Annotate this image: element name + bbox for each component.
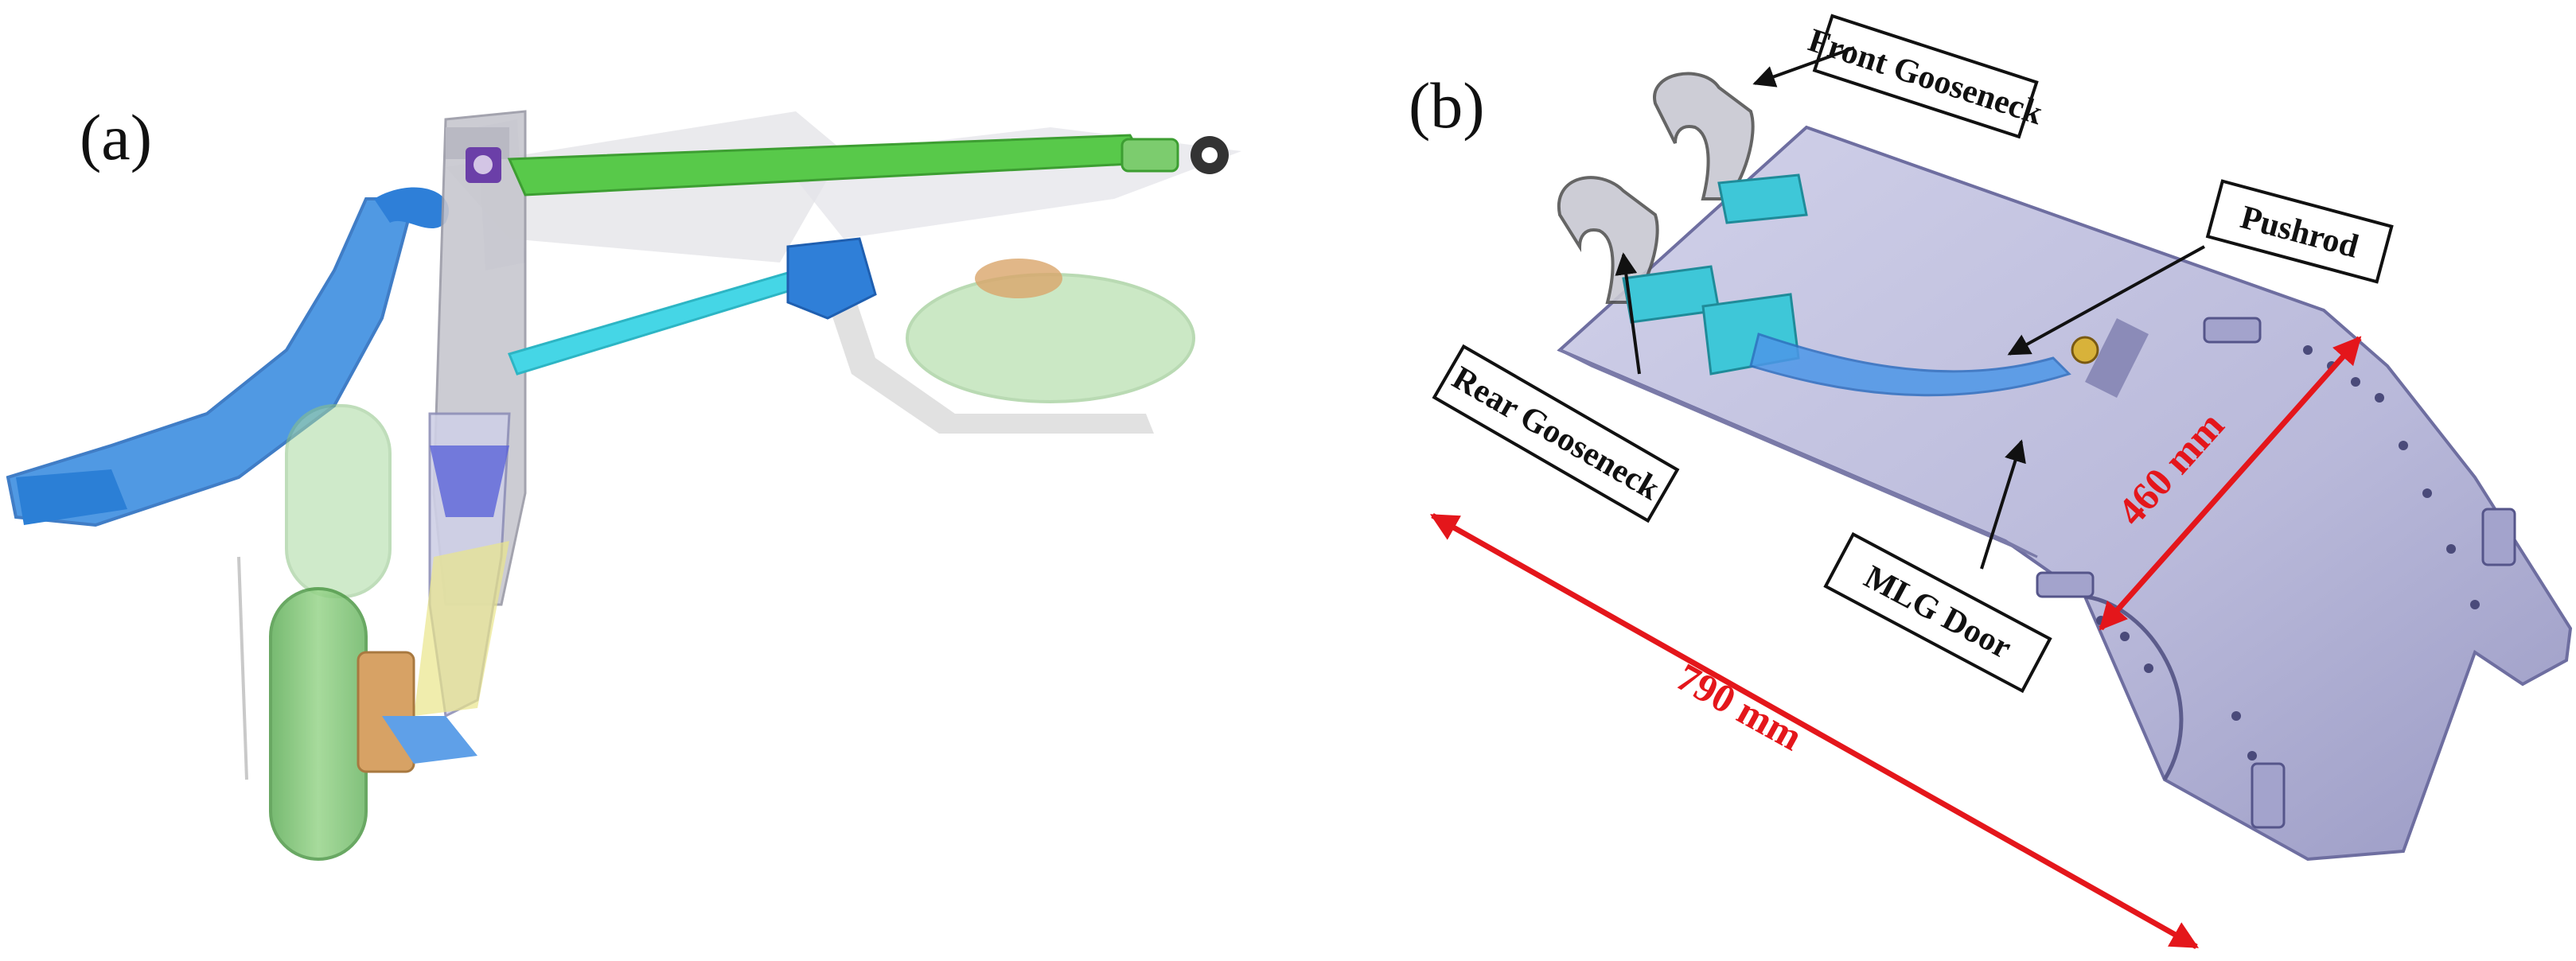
brake-assembly [357, 651, 415, 773]
arrow-pushrod [2007, 245, 2205, 356]
actuator-end [1120, 138, 1179, 173]
cyan-link-rod [507, 269, 806, 375]
axle-fitting [382, 716, 477, 764]
arrow-front-gooseneck [1752, 46, 1855, 88]
pushrod [1749, 333, 2071, 397]
access-plate-2 [2036, 571, 2095, 598]
strut-collar [430, 445, 509, 517]
inner-wheel [269, 587, 368, 861]
panel-b-label: (b) [1409, 69, 1485, 142]
stowed-brake [975, 259, 1062, 298]
brace-foot [16, 469, 127, 525]
dimension-length-arrow [1429, 512, 2200, 950]
mlg-door-illustration [1557, 72, 2573, 862]
dimension-length-text: 790 mm [1670, 654, 1810, 759]
callout-box-rear-gooseneck [1432, 344, 1680, 523]
torque-link [414, 541, 509, 716]
arrow-rear-gooseneck [1615, 252, 1641, 375]
brace-hook [374, 187, 449, 229]
access-plate-3 [2481, 508, 2516, 566]
clamp-joint [786, 237, 877, 320]
retraction-bracket [820, 263, 1154, 434]
door-panel [1557, 125, 2573, 862]
ghost-outline [237, 556, 248, 780]
access-plate-1 [2203, 317, 2262, 344]
front-fitting [1717, 173, 1808, 224]
dimension-width-arrow [2099, 336, 2362, 631]
panel-a-label: (a) [80, 101, 152, 173]
landing-gear-illustration [6, 110, 1241, 861]
actuator-eye-hole [1202, 147, 1218, 163]
callout-box-front-gooseneck [1812, 14, 2039, 139]
access-plate-4 [2251, 762, 2286, 829]
outer-wheel [285, 404, 392, 598]
callout-front-gooseneck: Front Gooseneck [1752, 14, 2048, 139]
callout-box-pushrod [2205, 179, 2394, 284]
stowed-wheel [906, 273, 1195, 403]
pushrod-end [2071, 336, 2099, 364]
pivot-pin [474, 155, 493, 174]
